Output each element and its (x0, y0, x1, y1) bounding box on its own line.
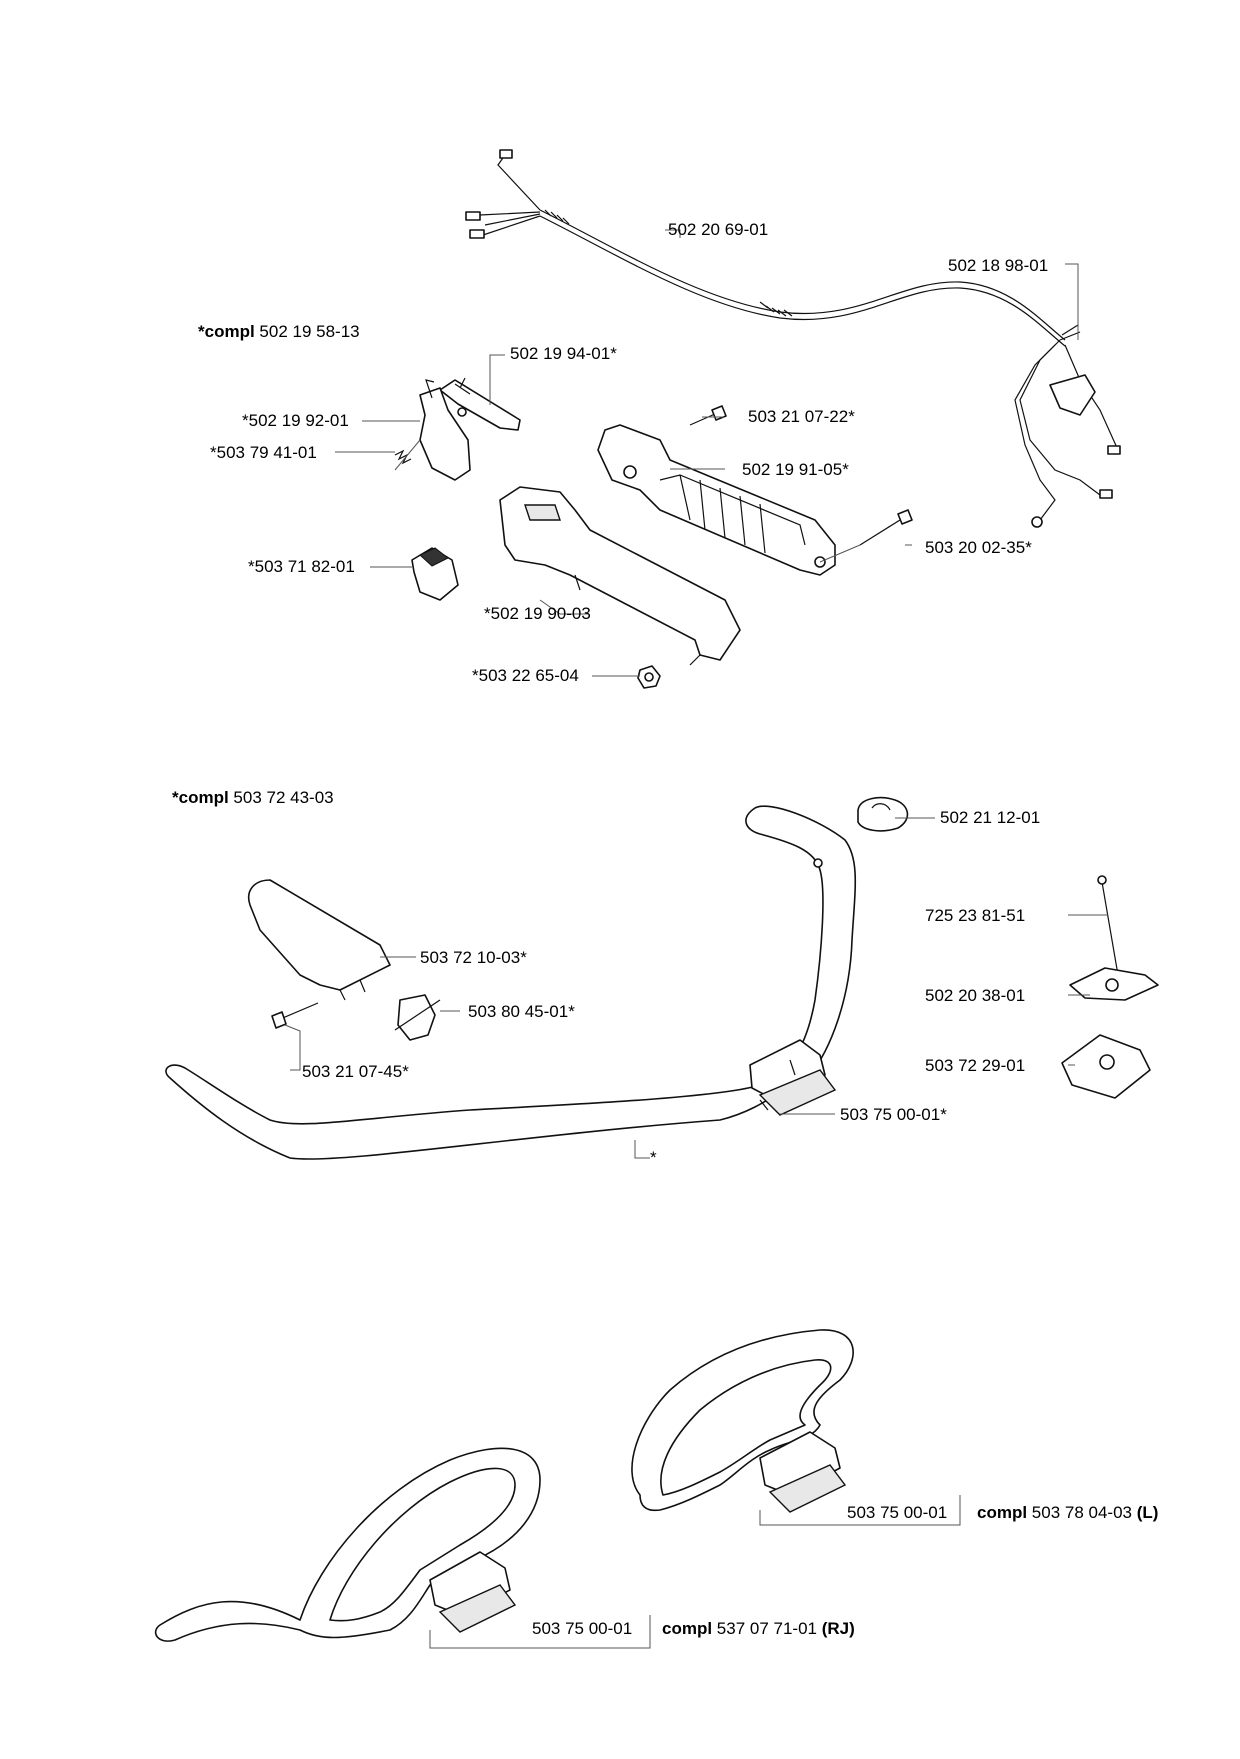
handlebar (165, 805, 857, 1160)
leaders-group2 (284, 817, 1108, 1159)
nut (637, 665, 661, 689)
label-plate: 503 72 29-01 (925, 1056, 1026, 1075)
label-grip: 503 72 10-03* (420, 948, 527, 967)
loop-handle-l (631, 1329, 961, 1526)
bar-clamp (749, 1039, 837, 1116)
compl-503-78-04-03: compl 503 78 04-03 (L) (977, 1503, 1158, 1523)
label-clamp-l: 503 75 00-01 (847, 1503, 948, 1522)
label-nut: *503 22 65-04 (472, 666, 579, 685)
sleeve (394, 994, 441, 1041)
screw-bar (271, 1002, 319, 1029)
compl-prefix: *compl (172, 788, 229, 807)
throttle-trigger (439, 377, 521, 431)
label-throttle-trigger: 502 19 94-01* (510, 344, 617, 363)
compl-prefix: *compl (198, 322, 255, 341)
label-spring: *503 79 41-01 (210, 443, 317, 462)
label-screw-long: 503 20 02-35* (925, 538, 1032, 557)
screw-short (689, 405, 727, 426)
label-handle-right: 502 19 91-05* (742, 460, 849, 479)
compl-prefix: compl (977, 1503, 1028, 1522)
screw-long (819, 509, 913, 563)
label-stop-switch: *503 71 82-01 (248, 557, 355, 576)
compl-number: 537 07 71-01 (716, 1619, 817, 1638)
compl-prefix: compl (662, 1619, 713, 1638)
compl-number: 502 19 58-13 (259, 322, 360, 341)
compl-number: 503 78 04-03 (1031, 1503, 1132, 1522)
label-clamp-rj: 503 75 00-01 (532, 1619, 633, 1638)
compl-537-07-71-01: compl 537 07 71-01 (RJ) (662, 1619, 855, 1639)
handle-half-left (499, 486, 741, 666)
clamp-plate (1061, 1034, 1151, 1099)
label-screw-top: 503 21 07-22* (748, 407, 855, 426)
loop-handle-rj (154, 1447, 651, 1649)
foam-grip (248, 879, 391, 1001)
label-wire-harness: 502 18 98-01 (948, 256, 1049, 275)
compl-502-19-58-13: *compl 502 19 58-13 (198, 322, 360, 342)
compl-suffix: (RJ) (821, 1619, 855, 1638)
label-clip: 502 21 12-01 (940, 808, 1041, 827)
knob (1069, 967, 1159, 1001)
label-screw: 503 21 07-45* (302, 1062, 409, 1081)
lockout-lever (419, 379, 471, 481)
label-handlebar-star: * (650, 1148, 657, 1167)
stop-switch (411, 547, 459, 601)
throttle-cable (465, 149, 1066, 347)
label-knob: 502 20 38-01 (925, 986, 1026, 1005)
compl-number: 503 72 43-03 (233, 788, 334, 807)
label-bolt: 725 23 81-51 (925, 906, 1026, 925)
wire-harness (1014, 324, 1121, 528)
label-lockout: *502 19 92-01 (242, 411, 349, 430)
label-sleeve: 503 80 45-01* (468, 1002, 575, 1021)
label-clamp: 503 75 00-01* (840, 1105, 947, 1124)
label-handle-left: *502 19 90-03 (484, 604, 591, 623)
leaders-group1 (335, 229, 1079, 677)
spring (394, 439, 421, 471)
compl-suffix: (L) (1136, 1503, 1159, 1522)
compl-503-72-43-03: *compl 503 72 43-03 (172, 788, 334, 808)
label-cable: 502 20 69-01 (668, 220, 769, 239)
bolt (1097, 875, 1119, 976)
cable-clip (857, 796, 909, 832)
